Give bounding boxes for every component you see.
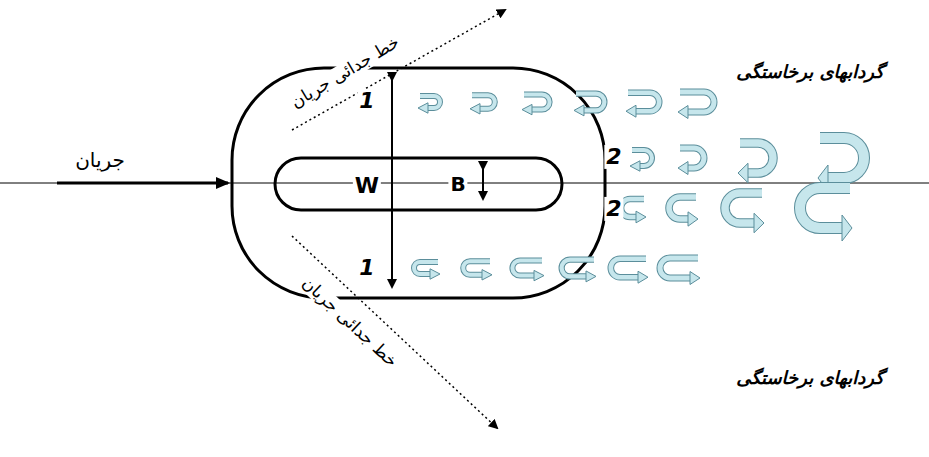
vortex-arrowhead xyxy=(688,212,698,226)
pier-body xyxy=(275,158,562,210)
vortex-arrowhead xyxy=(678,162,688,175)
separation-line-label: خط جدائی جریان xyxy=(297,272,402,372)
pier-foundation xyxy=(232,68,605,298)
width-dimension xyxy=(391,80,393,287)
separation-line xyxy=(292,10,505,130)
vortex-arrowhead xyxy=(470,104,480,114)
vortex-arrowhead xyxy=(418,103,428,113)
vortex-arrowhead xyxy=(430,269,440,279)
vortex-label: گردابهای برخاستگی xyxy=(736,62,884,82)
vortex-arrowhead xyxy=(626,105,636,117)
vortex-arrowhead xyxy=(690,272,700,285)
flow-label: جریان xyxy=(75,149,125,171)
flow-arrow xyxy=(57,182,228,185)
vortex-arrowhead xyxy=(586,271,596,282)
callout-number: 1 xyxy=(357,89,376,113)
vortex-arrowhead xyxy=(636,211,646,223)
dimension-label: B xyxy=(448,173,467,195)
vortex-arrowhead xyxy=(754,213,764,233)
vortex-arrowhead xyxy=(678,106,688,119)
vortex-arrowhead xyxy=(630,161,640,171)
callout-number: 2 xyxy=(604,197,623,221)
vortex-arrowhead xyxy=(574,105,584,116)
vortex-arrowhead xyxy=(638,271,648,283)
separation-line xyxy=(292,236,497,428)
vortex-label: گردابهای برخاستگی xyxy=(736,368,884,388)
width-dimension xyxy=(482,169,484,199)
vortex-arrowhead xyxy=(738,163,748,183)
callout-number: 1 xyxy=(357,256,376,280)
vortex-rows xyxy=(414,92,864,285)
vortex-arrowhead xyxy=(522,104,532,114)
dimension-label: W xyxy=(353,174,381,198)
callout-number: 2 xyxy=(604,145,623,169)
vortex-arrowhead xyxy=(534,270,544,280)
vortex-arrowhead xyxy=(482,270,492,280)
vortex-arrowhead xyxy=(842,215,852,241)
